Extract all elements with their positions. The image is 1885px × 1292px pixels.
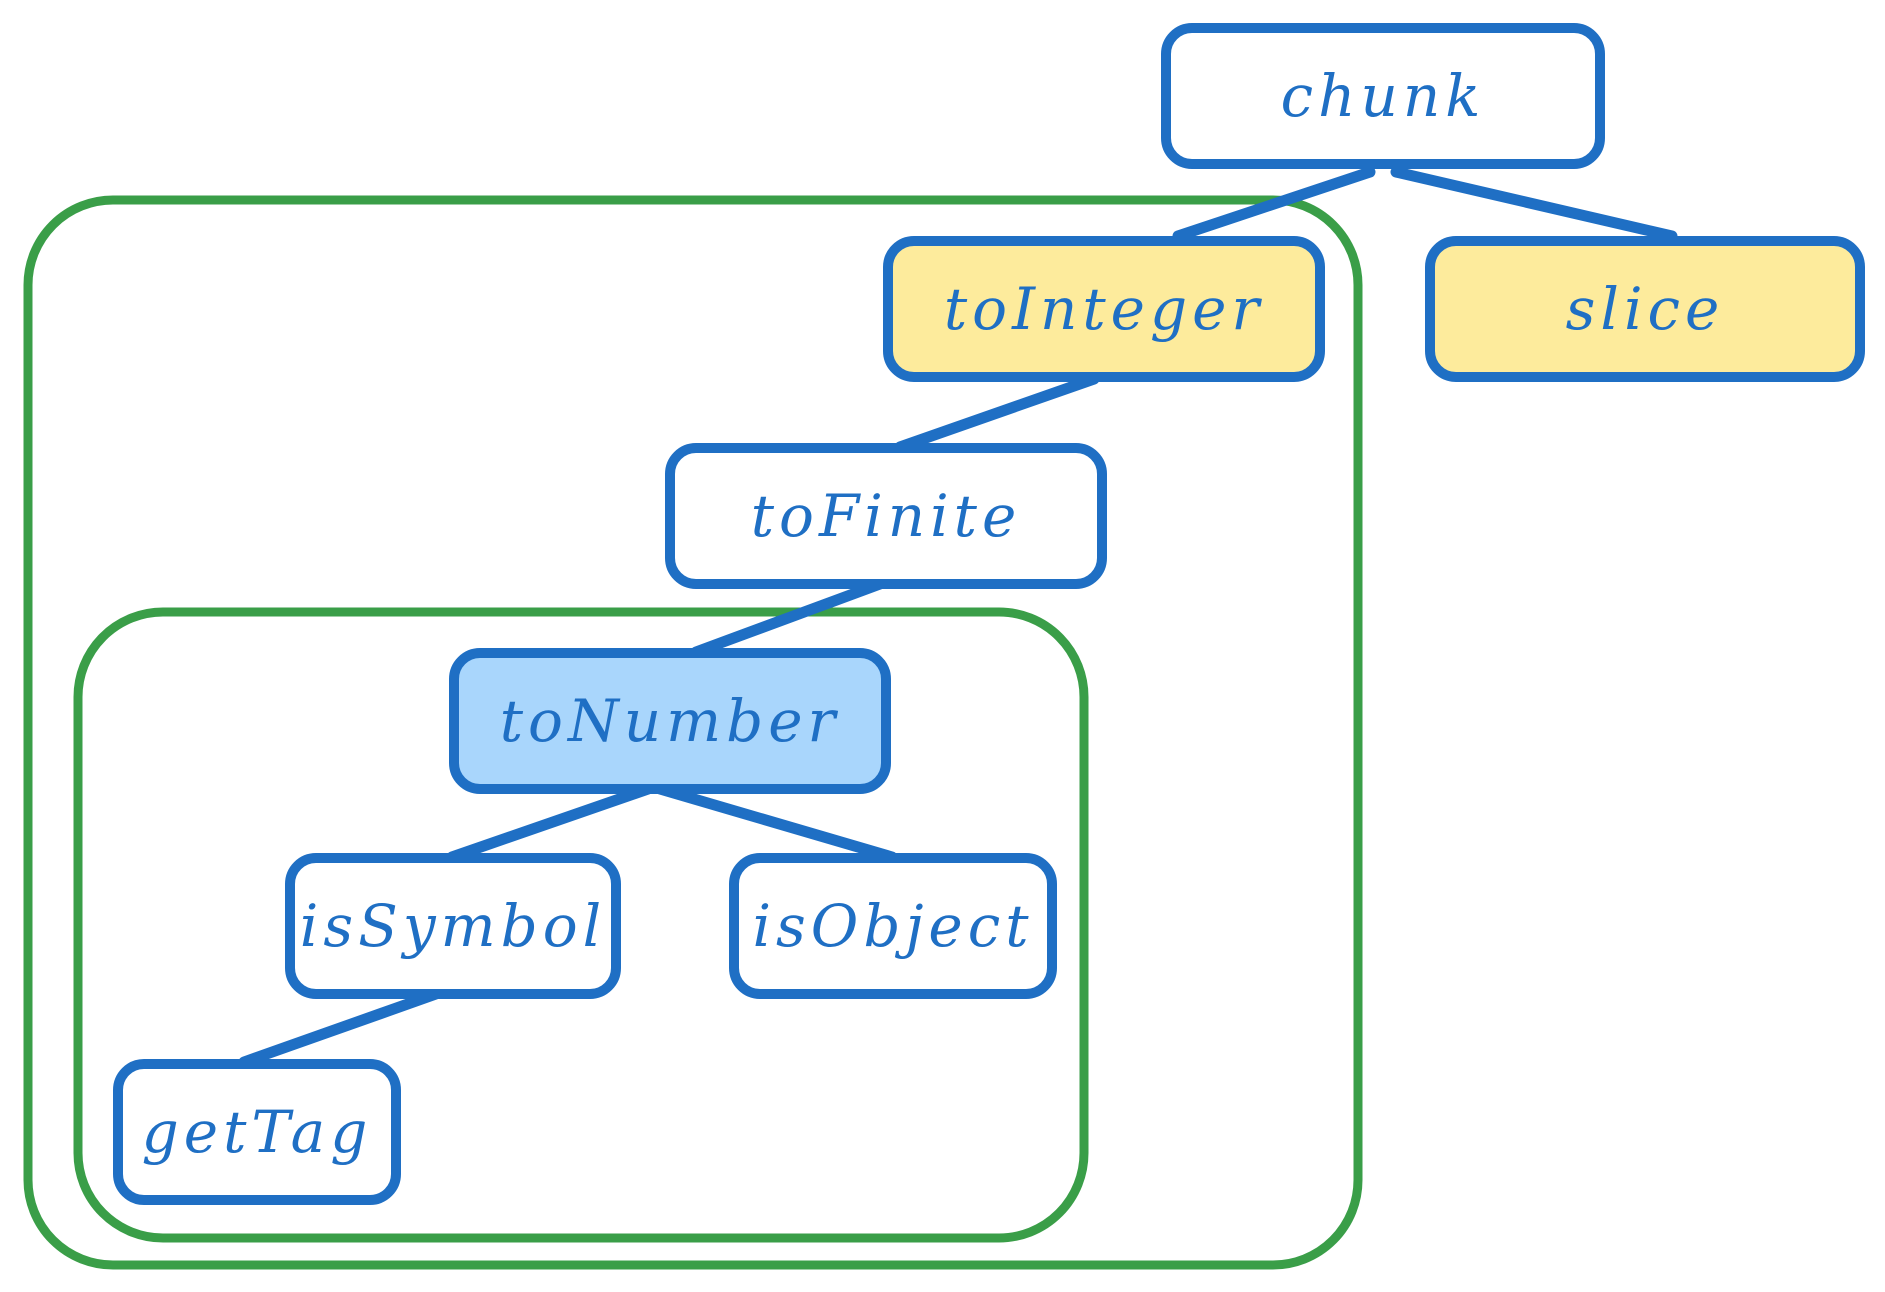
node-box: [285, 853, 621, 999]
node-issymbol[interactable]: isSymbol: [285, 853, 621, 999]
node-label: getTag: [142, 1098, 373, 1166]
edge-tointeger-tofinite: [894, 373, 1100, 453]
edge-tonumber-isobject: [654, 783, 898, 863]
edge-issymbol-gettag: [238, 988, 442, 1068]
node-tonumber[interactable]: toNumber: [449, 648, 891, 794]
group-frame-outer: [23, 195, 1363, 1270]
node-box: [729, 853, 1057, 999]
node-chunk[interactable]: chunk: [1161, 23, 1605, 169]
node-label: chunk: [1281, 62, 1486, 130]
node-box: [665, 443, 1107, 589]
group-frame-inner: [73, 607, 1089, 1243]
node-tointeger[interactable]: toInteger: [883, 236, 1325, 382]
node-isobject[interactable]: isObject: [729, 853, 1057, 999]
edge-chunk-tointeger: [1172, 166, 1376, 242]
edges: [238, 166, 1678, 1068]
node-box: [449, 648, 891, 794]
node-box: [1161, 23, 1605, 169]
edge-tofinite-tonumber: [690, 578, 886, 658]
node-box: [1425, 236, 1865, 382]
node-tofinite[interactable]: toFinite: [665, 443, 1107, 589]
edge-chunk-slice: [1390, 166, 1678, 242]
node-label: isObject: [752, 892, 1033, 960]
node-label: slice: [1566, 275, 1725, 343]
edge-tonumber-issymbol: [446, 783, 654, 863]
node-slice[interactable]: slice: [1425, 236, 1865, 382]
node-label: isSymbol: [300, 892, 606, 960]
node-label: toNumber: [500, 687, 841, 755]
node-label: toFinite: [751, 482, 1022, 550]
node-box: [883, 236, 1325, 382]
node-gettag[interactable]: getTag: [113, 1059, 401, 1205]
node-label: toInteger: [944, 275, 1264, 343]
node-box: [113, 1059, 401, 1205]
